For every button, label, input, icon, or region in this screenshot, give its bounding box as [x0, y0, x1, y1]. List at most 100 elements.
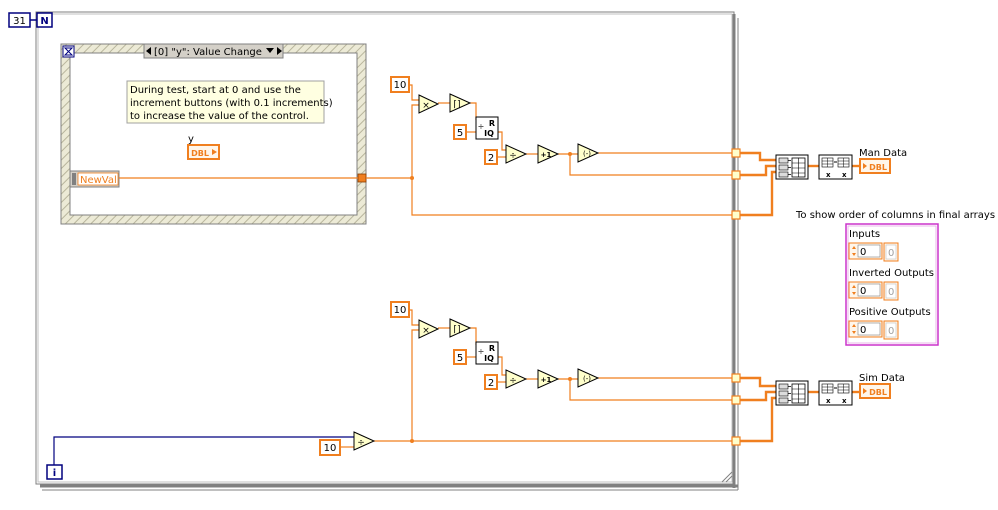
legend-item-label: Positive Outputs	[849, 307, 931, 318]
loop-count-terminal: N	[36, 12, 53, 28]
wire-junction-input-lower	[410, 439, 414, 443]
remainder-icon: R	[489, 344, 495, 353]
legend-item-label: Inverted Outputs	[849, 268, 934, 279]
multiply-function-upper[interactable]: ×	[418, 94, 440, 114]
man-data-label: Man Data	[859, 148, 907, 159]
round-up-function-lower[interactable]: ⌈⌉	[449, 318, 472, 338]
increment-function-upper[interactable]: +1	[537, 144, 560, 164]
sim-data-indicator[interactable]: DBL	[859, 383, 891, 399]
event-data-node[interactable]: NewVal	[69, 170, 120, 188]
index-decrement-icon[interactable]	[852, 253, 856, 256]
round-up-icon: ⌈⌉	[453, 100, 460, 110]
loop-tunnel	[731, 395, 741, 405]
sim-data-label: Sim Data	[859, 373, 905, 384]
negate-function-upper[interactable]: (-)	[577, 143, 600, 163]
numeric-constant-10-lower[interactable]: 10	[390, 301, 410, 318]
index-increment-icon[interactable]	[852, 285, 856, 288]
constant-value: 2	[488, 378, 494, 389]
loop-count-value: 31	[13, 16, 26, 27]
numeric-constant-10-divisor[interactable]: 10	[319, 439, 341, 456]
transpose-array-function-upper[interactable]: x x	[818, 154, 853, 180]
event-structure[interactable]	[60, 43, 367, 225]
legend-index-value: 0	[860, 286, 866, 297]
legend-item-label: Inputs	[849, 229, 880, 240]
legend-element-value: 0	[888, 287, 894, 298]
increment-icon: +1	[541, 376, 552, 384]
loop-count-constant[interactable]: 31	[8, 12, 31, 28]
negate-icon: (-)	[583, 150, 591, 158]
for-loop[interactable]	[35, 11, 739, 491]
wire-junction-input-upper	[410, 176, 414, 180]
negate-icon: (-)	[583, 375, 591, 383]
divide-function-lower[interactable]: ÷	[505, 369, 528, 389]
numeric-constant-5-upper[interactable]: 5	[453, 124, 467, 140]
quotient-remainder-function-lower[interactable]: ÷ R IQ	[475, 341, 499, 365]
iteration-wire	[53, 436, 354, 465]
legend-index-value: 0	[860, 247, 866, 258]
y-control-terminal[interactable]: DBL	[187, 144, 220, 160]
legend-array-positive-outputs[interactable]: 0 0	[848, 320, 899, 340]
decrement-case-icon[interactable]	[146, 47, 151, 55]
multiply-icon: ×	[422, 326, 430, 336]
quotient-icon: IQ	[484, 129, 494, 138]
numeric-constant-10-upper[interactable]: 10	[390, 76, 410, 93]
quotient-icon: IQ	[484, 354, 494, 363]
divide-icon: ÷	[509, 376, 517, 386]
numeric-constant-2-upper[interactable]: 2	[484, 149, 498, 165]
svg-text:x: x	[826, 397, 831, 405]
numeric-constant-5-lower[interactable]: 5	[453, 349, 467, 365]
legend-index-value: 0	[860, 325, 866, 336]
loop-tunnel	[731, 148, 741, 158]
build-array-function-upper[interactable]	[775, 154, 809, 180]
iteration-terminal: i	[46, 464, 63, 480]
negate-function-lower[interactable]: (-)	[577, 368, 600, 388]
legend-element-value: 0	[888, 248, 894, 259]
legend-box-inner	[847, 225, 937, 344]
man-data-indicator[interactable]: DBL	[859, 158, 891, 174]
man-data-type: DBL	[869, 163, 887, 172]
index-decrement-icon[interactable]	[852, 292, 856, 295]
y-control-arrow-icon	[212, 149, 217, 155]
transpose-array-function-lower[interactable]: x x	[818, 380, 853, 406]
numeric-constant-2-lower[interactable]: 2	[484, 374, 498, 390]
quotient-remainder-function-upper[interactable]: ÷ R IQ	[475, 116, 499, 140]
event-output-tunnel	[357, 173, 367, 183]
divide-icon: ÷	[509, 151, 517, 161]
wire-junction-lower	[568, 377, 572, 381]
divide-function-upper[interactable]: ÷	[505, 144, 528, 164]
multiply-function-lower[interactable]: ×	[418, 319, 440, 339]
round-up-function-upper[interactable]: ⌈⌉	[449, 93, 472, 113]
svg-text:x: x	[842, 171, 847, 179]
loop-tunnel	[731, 210, 741, 220]
constant-value: 5	[457, 353, 463, 364]
svg-text:x: x	[842, 397, 847, 405]
y-control-label: y	[188, 134, 194, 145]
man-data-arrow-icon	[863, 163, 867, 169]
remainder-icon: R	[489, 119, 495, 128]
sim-data-type: DBL	[869, 388, 887, 397]
constant-value: 2	[488, 153, 494, 164]
event-case-selector[interactable]: [0] "y": Value Change	[143, 43, 284, 59]
divide-iteration-function[interactable]: ÷	[353, 431, 376, 451]
event-data-newval: NewVal	[80, 175, 117, 186]
loop-tunnel	[731, 170, 741, 180]
increment-function-lower[interactable]: +1	[537, 369, 560, 389]
lower-wires	[340, 309, 860, 448]
index-increment-icon[interactable]	[852, 324, 856, 327]
constant-value: 5	[457, 128, 463, 139]
round-up-icon: ⌈⌉	[453, 325, 460, 335]
sim-data-arrow-icon	[863, 388, 867, 394]
quotient-divide-icon: ÷	[478, 122, 485, 131]
case-dropdown-icon[interactable]	[266, 48, 274, 53]
increment-case-icon[interactable]	[277, 47, 282, 55]
comment-line-1: During test, start at 0 and use the	[130, 85, 301, 96]
index-decrement-icon[interactable]	[852, 331, 856, 334]
build-array-function-lower[interactable]	[775, 380, 809, 406]
test-instructions-comment[interactable]: During test, start at 0 and use the incr…	[126, 80, 333, 124]
index-increment-icon[interactable]	[852, 246, 856, 249]
legend-array-inputs[interactable]: 0 0	[848, 242, 899, 262]
iteration-symbol: i	[53, 468, 56, 479]
constant-value: 10	[324, 443, 337, 454]
legend-array-inverted-outputs[interactable]: 0 0	[848, 281, 899, 301]
